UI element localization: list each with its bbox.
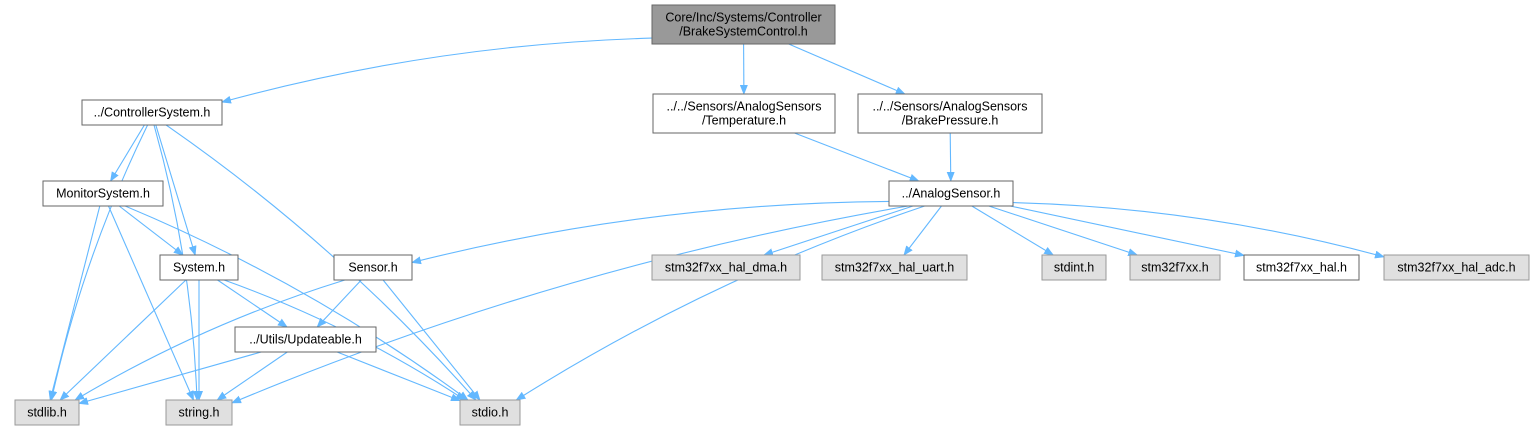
node-box [81,99,223,126]
edge-updateable-to-string [216,351,288,401]
node-controller-system[interactable]: ../ControllerSystem.h [81,99,223,126]
node-label: ../AnalogSensor.h [902,186,1001,200]
node-box [42,180,164,207]
node-box [165,399,233,426]
node-box [1041,254,1107,281]
node-label: Core/Inc/Systems/Controller [665,10,821,24]
edge-system-to-updateable [217,279,288,328]
node-label: stm32f7xx_hal_uart.h [835,260,955,274]
node-string: string.h [165,399,233,426]
edge-root-to-brake_pressure [788,43,906,95]
edge-brake_pressure-to-analog_sensor [946,132,955,182]
node-label: /BrakeSystemControl.h [679,24,808,38]
edge-analog_sensor-to-stm32f7xx [988,205,1139,256]
node-box [651,4,836,45]
edge-controller_system-to-stdio [165,124,477,401]
node-box [821,254,968,281]
node-analog-sensor[interactable]: ../AnalogSensor.h [888,180,1014,207]
node-hal-dma: stm32f7xx_hal_dma.h [651,254,801,281]
node-box [333,254,413,281]
node-label: stdio.h [472,405,509,419]
node-stdio: stdio.h [459,399,521,426]
edge-monitor_system-to-stdio [124,205,469,401]
node-hal-adc: stm32f7xx_hal_adc.h [1383,254,1530,281]
node-label: stm32f7xx_hal.h [1256,260,1347,274]
edge-analog_sensor-to-stdio [515,205,925,401]
edge-temperature-to-analog_sensor [794,132,920,182]
node-label: stdlib.h [27,405,67,419]
node-label: /BrakePressure.h [902,113,999,127]
edge-controller_system-to-monitor_system [110,124,145,182]
node-updateable[interactable]: ../Utils/Updateable.h [234,326,377,353]
node-box [652,93,836,134]
node-box [459,399,521,426]
node-label: stm32f7xx_hal_adc.h [1397,260,1515,274]
edge-monitor_system-to-system [118,205,184,256]
node-label: ../../Sensors/AnalogSensors [667,99,822,113]
node-label: /Temperature.h [702,113,786,127]
edge-analog_sensor-to-hal_adc [1012,202,1385,259]
edge-updateable-to-stdlib [78,351,262,405]
edge-controller_system-to-system [155,124,197,256]
node-hal[interactable]: stm32f7xx_hal.h [1243,254,1360,281]
node-label: System.h [173,260,225,274]
node-system[interactable]: System.h [159,254,239,281]
edge-sensor-to-stdlib [74,279,346,401]
node-hal-uart: stm32f7xx_hal_uart.h [821,254,968,281]
node-layer: Core/Inc/Systems/Controller/BrakeSystemC… [14,4,1530,426]
node-box [888,180,1014,207]
edge-analog_sensor-to-hal_dma [763,205,914,256]
edge-analog_sensor-to-sensor [411,200,890,265]
edge-analog_sensor-to-string [231,205,909,404]
node-label: ../../Sensors/AnalogSensors [873,99,1028,113]
node-label: ../Utils/Updateable.h [249,332,362,346]
edge-analog_sensor-to-hal_uart [903,205,942,256]
edge-system-to-stdlib [59,279,187,401]
node-box [1129,254,1221,281]
node-stm32f7xx: stm32f7xx.h [1129,254,1221,281]
node-box [14,399,80,426]
node-box [651,254,801,281]
node-stdlib: stdlib.h [14,399,80,426]
node-root[interactable]: Core/Inc/Systems/Controller/BrakeSystemC… [651,4,836,45]
node-box [159,254,239,281]
node-label: stm32f7xx.h [1141,260,1208,274]
node-brake-pressure[interactable]: ../../Sensors/AnalogSensors/BrakePressur… [857,93,1043,134]
node-monitor-system[interactable]: MonitorSystem.h [42,180,164,207]
node-label: stm32f7xx_hal_dma.h [665,260,787,274]
node-label: MonitorSystem.h [56,186,150,200]
node-label: string.h [179,405,220,419]
node-label: stdint.h [1054,260,1094,274]
edge-updateable-to-stdio [336,351,461,402]
edge-root-to-controller_system [221,37,653,104]
node-box [1243,254,1360,281]
edge-monitor_system-to-stdlib [48,205,101,401]
node-box [857,93,1043,134]
node-label: Sensor.h [348,260,397,274]
node-box [1383,254,1530,281]
node-stdint: stdint.h [1041,254,1107,281]
node-sensor[interactable]: Sensor.h [333,254,413,281]
edge-analog_sensor-to-hal [1010,205,1245,258]
node-label: ../ControllerSystem.h [94,105,211,119]
node-box [234,326,377,353]
edge-monitor_system-to-string [107,205,195,401]
edge-analog_sensor-to-stdint [971,205,1055,256]
edge-layer [48,37,1385,405]
edge-sensor-to-stdio [382,279,481,401]
edge-sensor-to-updateable [316,279,362,328]
node-temperature[interactable]: ../../Sensors/AnalogSensors/Temperature.… [652,93,836,134]
